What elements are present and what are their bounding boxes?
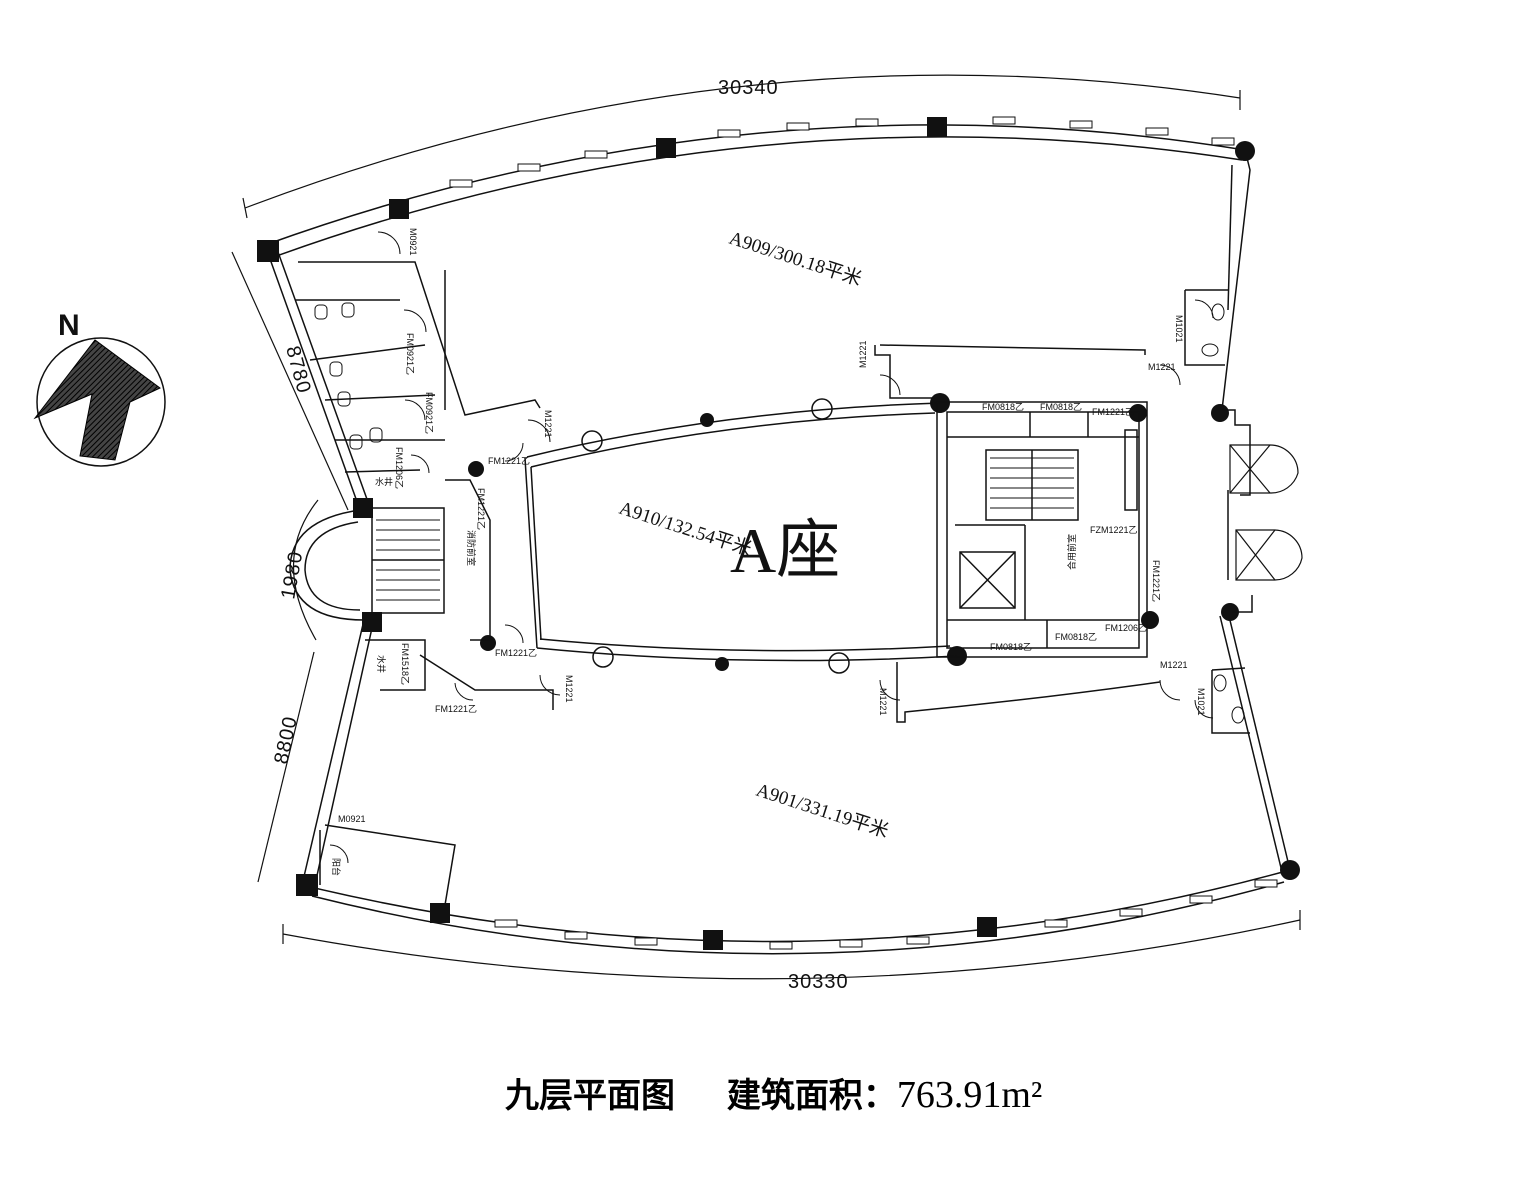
door-swings bbox=[329, 231, 1214, 864]
square-columns bbox=[257, 117, 997, 950]
door-tag: FM0921乙 bbox=[405, 333, 415, 375]
door-tag: FM1221乙 bbox=[1151, 560, 1161, 602]
door-tag: FM0818乙 bbox=[1040, 402, 1082, 412]
hollow-columns bbox=[581, 398, 850, 674]
door-tag: M1221 bbox=[1148, 362, 1176, 372]
door-tag: M1221 bbox=[543, 410, 553, 438]
area-label: 建筑面积： bbox=[726, 1076, 897, 1116]
door-tags: M0921 M0921 FM0921乙 FM0921乙 M1221 M1221 … bbox=[338, 228, 1206, 824]
well-label: 水井 bbox=[375, 476, 393, 487]
entrance-domes bbox=[1229, 444, 1303, 581]
plan-title: 九层平面图 bbox=[505, 1076, 675, 1116]
door-tag: M1021 bbox=[1174, 315, 1184, 343]
door-tag: M1221 bbox=[878, 688, 888, 716]
north-label: N bbox=[58, 309, 80, 342]
door-tag: FM1221乙 bbox=[488, 456, 530, 466]
well-label: 水井 bbox=[376, 655, 387, 673]
window-marks bbox=[449, 116, 1278, 950]
block-label: A座 bbox=[730, 515, 840, 586]
door-tag: FM0818乙 bbox=[982, 402, 1024, 412]
door-tag: M1021 bbox=[1196, 688, 1206, 716]
balcony-label: 阳台 bbox=[331, 858, 342, 876]
area-value: 763.91m² bbox=[896, 1074, 1043, 1116]
door-tag: FM1206乙 bbox=[1105, 623, 1147, 633]
small-room-labels: 水井 水井 消防前室 合用前室 阳台 bbox=[331, 476, 1077, 876]
door-tag: FM1221乙 bbox=[495, 648, 537, 658]
door-tag: FM1221乙 bbox=[476, 488, 486, 530]
stair-treads bbox=[376, 457, 1074, 601]
dim-lower-left: 8800 bbox=[270, 714, 302, 766]
door-tag: FM1206乙 bbox=[394, 447, 404, 489]
round-columns bbox=[468, 141, 1300, 880]
room-a901-label: A901/331.19平米 bbox=[753, 779, 891, 842]
door-tag: M1221 bbox=[1160, 660, 1188, 670]
room-a909-label: A909/300.18平米 bbox=[726, 227, 864, 290]
door-tag: FM1221乙 bbox=[435, 704, 477, 714]
dim-bottom: 30330 bbox=[788, 971, 849, 993]
toilet-fixtures bbox=[314, 302, 1245, 724]
combined-front-label: 合用前室 bbox=[1066, 534, 1077, 570]
fire-front-label: 消防前室 bbox=[466, 530, 477, 566]
door-tag: FM1221乙 bbox=[1092, 407, 1134, 417]
plan-caption: 九层平面图 建筑面积：763.91m² bbox=[505, 1068, 1082, 1118]
door-tag: FM0921乙 bbox=[424, 392, 434, 434]
dimension-lines bbox=[231, 74, 1301, 980]
interior-walls bbox=[295, 261, 1253, 906]
door-tag: M0921 bbox=[338, 814, 366, 824]
north-arrow: N bbox=[33, 309, 166, 467]
door-tag: FM1518乙 bbox=[400, 643, 410, 685]
door-tag: M1221 bbox=[858, 340, 868, 368]
door-tag: FM0818乙 bbox=[1055, 632, 1097, 642]
door-tag: M1221 bbox=[564, 675, 574, 703]
door-tag: FM0818乙 bbox=[990, 642, 1032, 652]
dim-stair-round: 1980 bbox=[277, 549, 307, 601]
door-tag: M0921 bbox=[408, 228, 418, 256]
door-tag: FZM1221乙 bbox=[1090, 525, 1138, 535]
dim-top: 30340 bbox=[718, 77, 779, 99]
